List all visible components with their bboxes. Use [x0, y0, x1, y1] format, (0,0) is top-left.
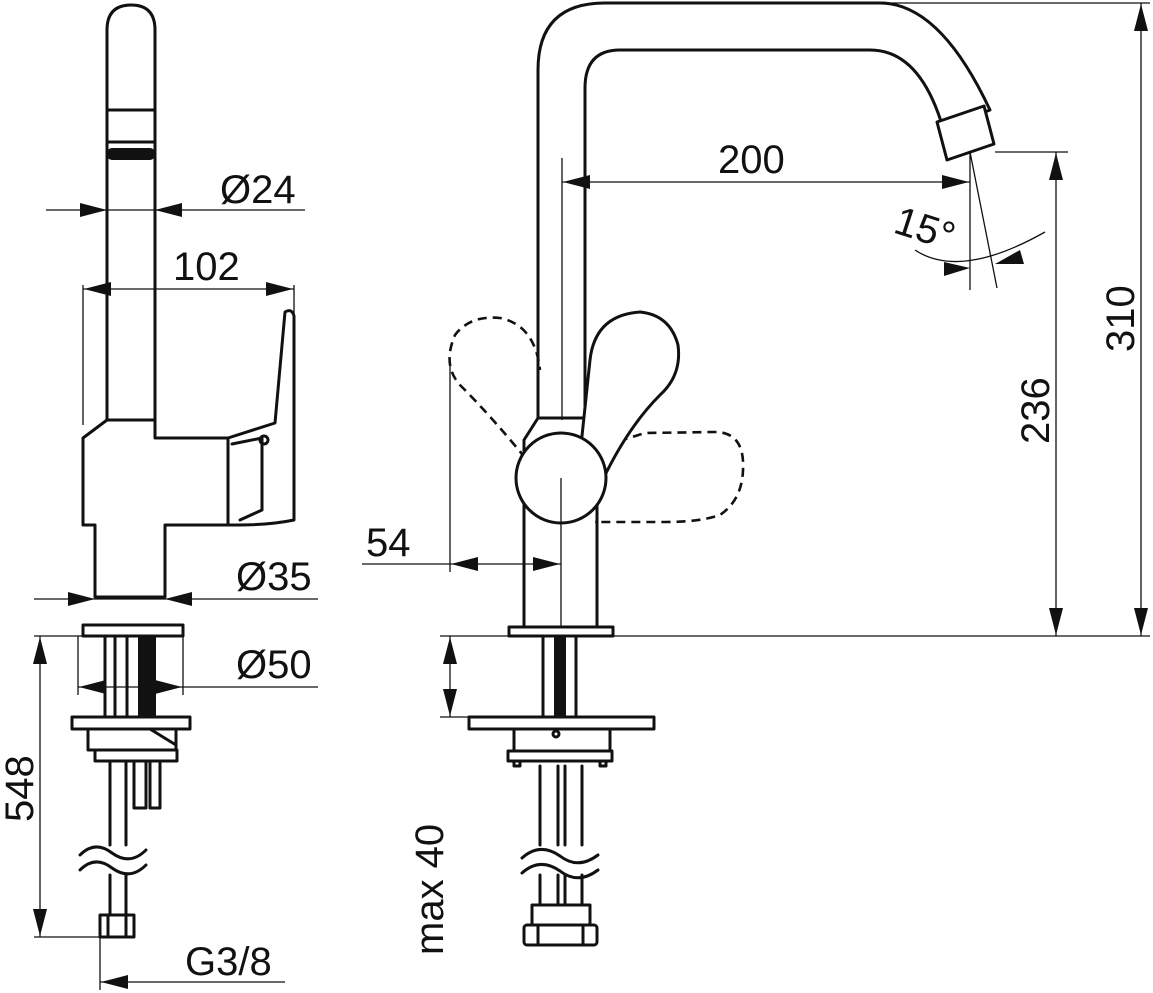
side-body [81, 418, 230, 599]
front-spout [536, 1, 992, 420]
dimension-reach-200: 200 [561, 138, 970, 420]
side-lever [226, 309, 296, 527]
side-hose-nut [98, 913, 136, 939]
dimension-dia-50: Ø50 [77, 636, 318, 695]
front-hose-nut-lines [536, 923, 585, 947]
dimension-height-548: 548 [0, 635, 100, 938]
dimension-thread-g38: G3/8 [99, 937, 285, 990]
front-clamp [512, 727, 612, 753]
side-hose-nut-lines [106, 913, 128, 939]
front-rods [541, 634, 578, 719]
dimension-height-236: 236 [995, 151, 1068, 636]
angle-15-label: 15° [889, 199, 960, 260]
front-view: 200 15° 236 310 [362, 1, 1150, 955]
front-hose-connector [530, 903, 592, 927]
front-plate [467, 715, 656, 731]
dia-35-label: Ø35 [236, 555, 312, 599]
dimension-max-40: max 40 [408, 636, 469, 955]
side-hose-stub-b [148, 759, 162, 810]
lever-position-right-dashed [589, 430, 745, 524]
offset-54-label: 54 [366, 521, 411, 565]
side-nut [93, 748, 179, 763]
reach-200-label: 200 [718, 138, 785, 182]
width-102-label: 102 [173, 245, 240, 289]
front-lever [578, 310, 681, 492]
max-40-label: max 40 [408, 824, 452, 955]
side-hose [108, 759, 128, 917]
side-spout [105, 3, 157, 422]
front-hose-nut [522, 923, 599, 947]
dimension-angle-15: 15° [889, 151, 1046, 290]
lever-position-left-dashed [448, 316, 542, 471]
dimension-dia-24: Ø24 [46, 168, 305, 217]
front-aerator [935, 104, 996, 162]
side-lever-inner [230, 436, 264, 522]
front-flange [507, 625, 615, 638]
side-clamp [86, 727, 178, 752]
side-aerator-band [105, 108, 157, 144]
side-flange [81, 623, 185, 638]
height-236-label: 236 [1014, 377, 1058, 444]
front-nut-hatch [512, 759, 608, 768]
side-aerator-ring [107, 148, 155, 160]
side-rods [103, 634, 129, 719]
side-view: Ø24 102 Ø35 Ø50 548 [0, 3, 318, 990]
front-break-mark [520, 848, 600, 880]
front-clamp-screw [551, 729, 561, 739]
side-hose-stub-a [132, 759, 148, 810]
front-threaded-rod [554, 636, 566, 717]
dimension-width-102: 102 [82, 245, 295, 425]
height-548-label: 548 [0, 755, 42, 822]
front-nut [506, 749, 614, 763]
front-hoses [538, 764, 584, 927]
height-310-label: 310 [1099, 285, 1143, 352]
dimension-dia-35: Ø35 [34, 555, 318, 606]
thread-g38-label: G3/8 [185, 940, 272, 984]
side-break-mark [78, 845, 148, 876]
dia-50-label: Ø50 [236, 643, 312, 687]
side-plate [70, 715, 192, 731]
side-lever-screw [258, 434, 270, 446]
dimension-height-310: 310 [880, 2, 1150, 636]
dimension-offset-54: 54 [362, 365, 562, 627]
side-threaded-rod [138, 636, 156, 717]
dia-24-label: Ø24 [220, 168, 296, 212]
side-clamp-detail [148, 727, 178, 747]
